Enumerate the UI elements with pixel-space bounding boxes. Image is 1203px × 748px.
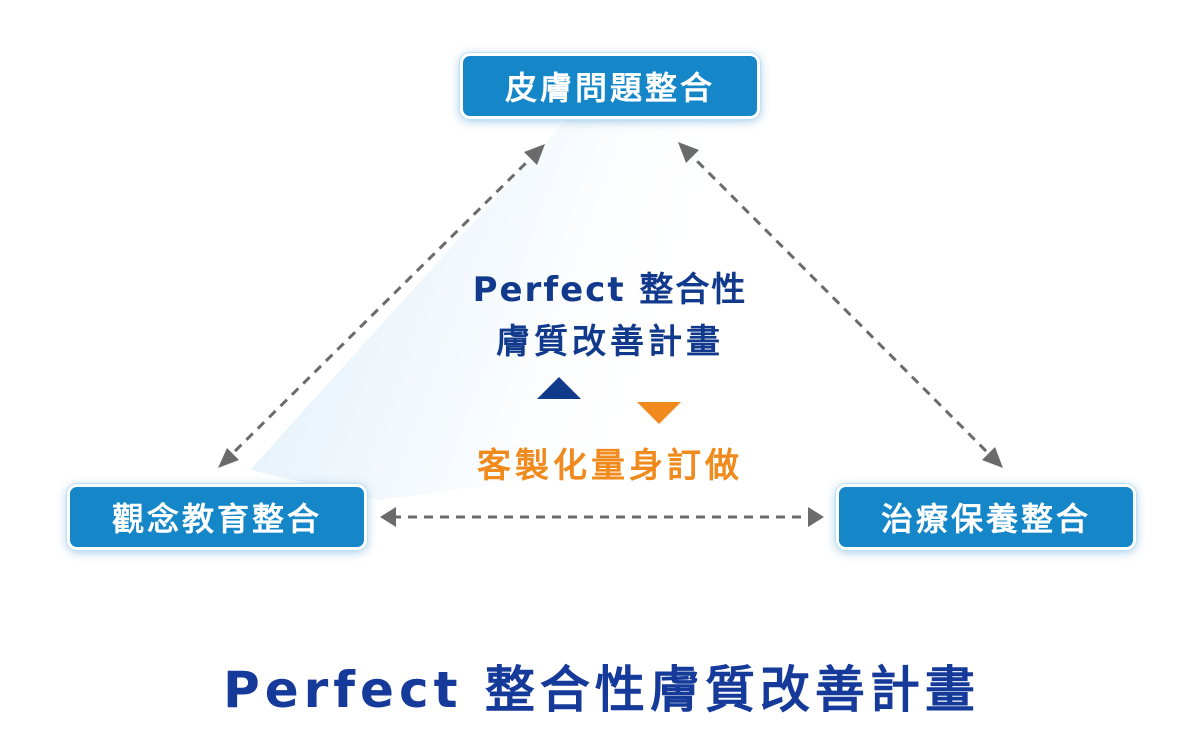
node-concept-education-integration: 觀念教育整合: [67, 484, 367, 550]
custom-made-label: 客製化量身訂做: [477, 446, 743, 486]
node-treatment-care-integration: 治療保養整合: [836, 484, 1136, 550]
center-title-line-2: 膚質改善計畫: [496, 322, 724, 362]
up-triangle-icon: [537, 377, 581, 399]
node-skin-problem-integration: 皮膚問題整合: [460, 53, 760, 119]
center-title-line-1: Perfect 整合性: [472, 270, 748, 310]
arrow-top-right: [678, 142, 1003, 468]
glow-wedge: [250, 110, 720, 500]
down-triangle-icon: [637, 402, 681, 424]
arrow-top-left: [218, 144, 545, 468]
page-title: Perfect 整合性膚質改善計畫: [223, 661, 980, 719]
arrow-left-right: [380, 507, 824, 527]
